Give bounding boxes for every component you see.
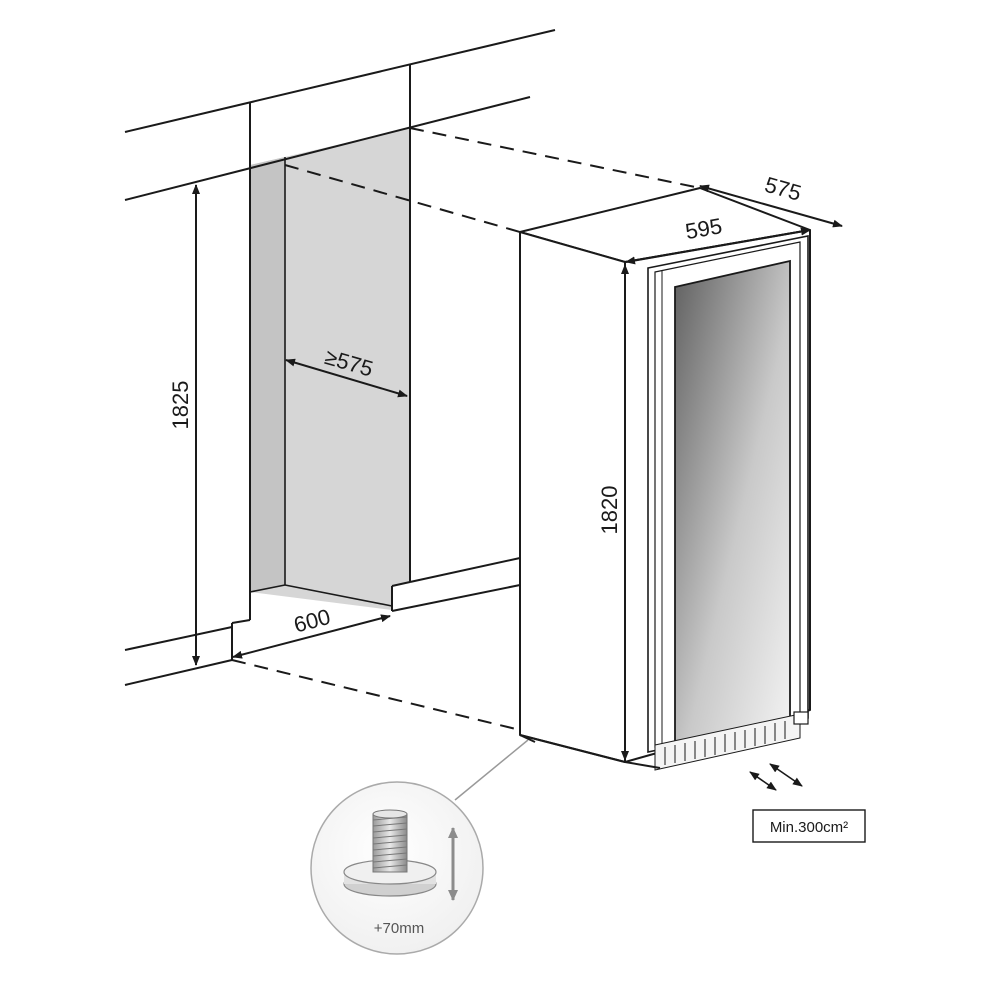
projection-lines bbox=[231, 127, 701, 731]
niche-height-label: 1825 bbox=[168, 381, 193, 430]
ventilation-arrows bbox=[749, 763, 803, 791]
leveling-foot-label: +70mm bbox=[374, 920, 424, 937]
cabinet-lines bbox=[124, 29, 556, 686]
dimension-niche-width: 600 bbox=[232, 604, 391, 659]
leveling-foot-detail: +70mm bbox=[310, 739, 529, 955]
unit-door bbox=[647, 235, 809, 753]
unit-vent-grille bbox=[654, 711, 809, 771]
ventilation-label: Min.300cm² bbox=[770, 819, 848, 836]
unit-height-label: 1820 bbox=[597, 486, 622, 535]
unit-depth-label: 575 bbox=[762, 172, 804, 206]
unit-base bbox=[519, 734, 661, 769]
dimension-niche-height: 1825 bbox=[168, 184, 200, 666]
ventilation-note: Min.300cm² bbox=[752, 809, 866, 843]
dimension-unit-height: 1820 bbox=[597, 264, 629, 761]
